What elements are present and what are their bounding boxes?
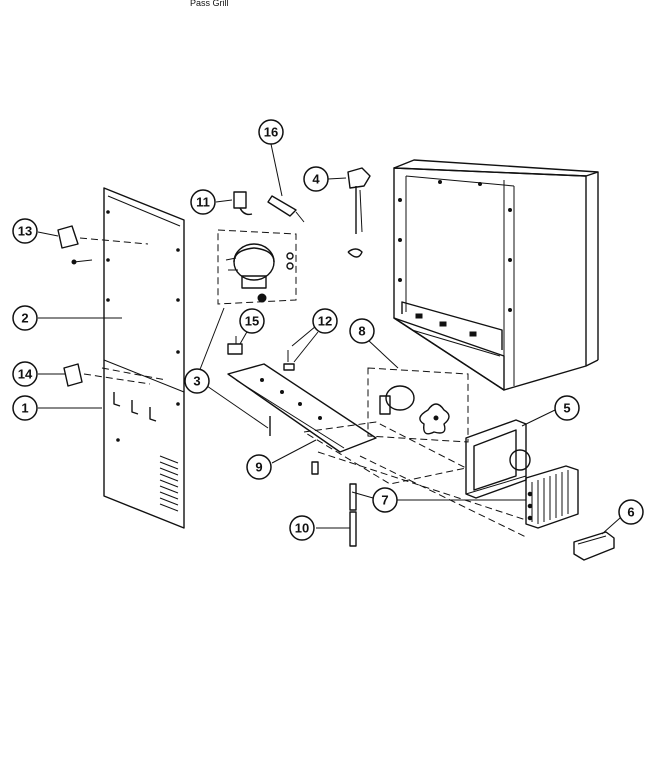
back-panel — [103, 187, 185, 529]
callout-12: 12 — [312, 308, 338, 334]
part-12-clips — [283, 350, 295, 371]
callout-14: 14 — [12, 361, 38, 387]
callout-6: 6 — [618, 499, 644, 525]
svg-text:14: 14 — [18, 367, 33, 382]
cabinet — [393, 159, 599, 391]
part-10-tube — [311, 461, 357, 547]
svg-text:7: 7 — [381, 493, 388, 508]
callout-8: 8 — [349, 318, 375, 344]
part-16-tube — [267, 195, 305, 223]
svg-text:5: 5 — [563, 401, 570, 416]
callout-5: 5 — [554, 395, 580, 421]
leader-lines — [37, 143, 621, 535]
part-11-relay — [233, 191, 253, 216]
svg-text:16: 16 — [264, 125, 278, 140]
part-15-bracket — [227, 336, 243, 355]
svg-text:8: 8 — [358, 324, 365, 339]
callout-7: 7 — [372, 487, 398, 513]
part-9-base-plate — [227, 363, 468, 485]
callout-15: 15 — [239, 308, 265, 334]
svg-text:2: 2 — [21, 311, 28, 326]
part-5-shroud — [465, 419, 531, 499]
part-4-thermostat — [347, 167, 371, 258]
svg-text:10: 10 — [295, 521, 309, 536]
callout-2: 2 — [12, 305, 38, 331]
svg-text:13: 13 — [18, 224, 32, 239]
header-fragment: Pass Grill — [190, 0, 229, 8]
callout-4: 4 — [303, 166, 329, 192]
callout-3: 3 — [184, 368, 210, 394]
svg-text:12: 12 — [318, 314, 332, 329]
svg-text:15: 15 — [245, 314, 259, 329]
part-6-drip-tray — [573, 531, 615, 561]
svg-text:11: 11 — [196, 195, 210, 210]
svg-text:3: 3 — [193, 374, 200, 389]
callout-11: 11 — [190, 189, 216, 215]
svg-text:6: 6 — [627, 505, 634, 520]
callout-10: 10 — [289, 515, 315, 541]
callout-13: 13 — [12, 218, 38, 244]
svg-text:4: 4 — [312, 172, 320, 187]
callout-9: 9 — [246, 454, 272, 480]
svg-text:9: 9 — [255, 460, 262, 475]
part-8-fan-motor — [367, 367, 469, 443]
callout-1: 1 — [12, 395, 38, 421]
svg-text:1: 1 — [21, 401, 28, 416]
part-7-condenser — [317, 451, 579, 539]
part-13-plate — [57, 225, 149, 265]
part-14-plate — [63, 363, 167, 387]
callout-16: 16 — [258, 119, 284, 145]
compressor-assembly — [217, 229, 297, 305]
